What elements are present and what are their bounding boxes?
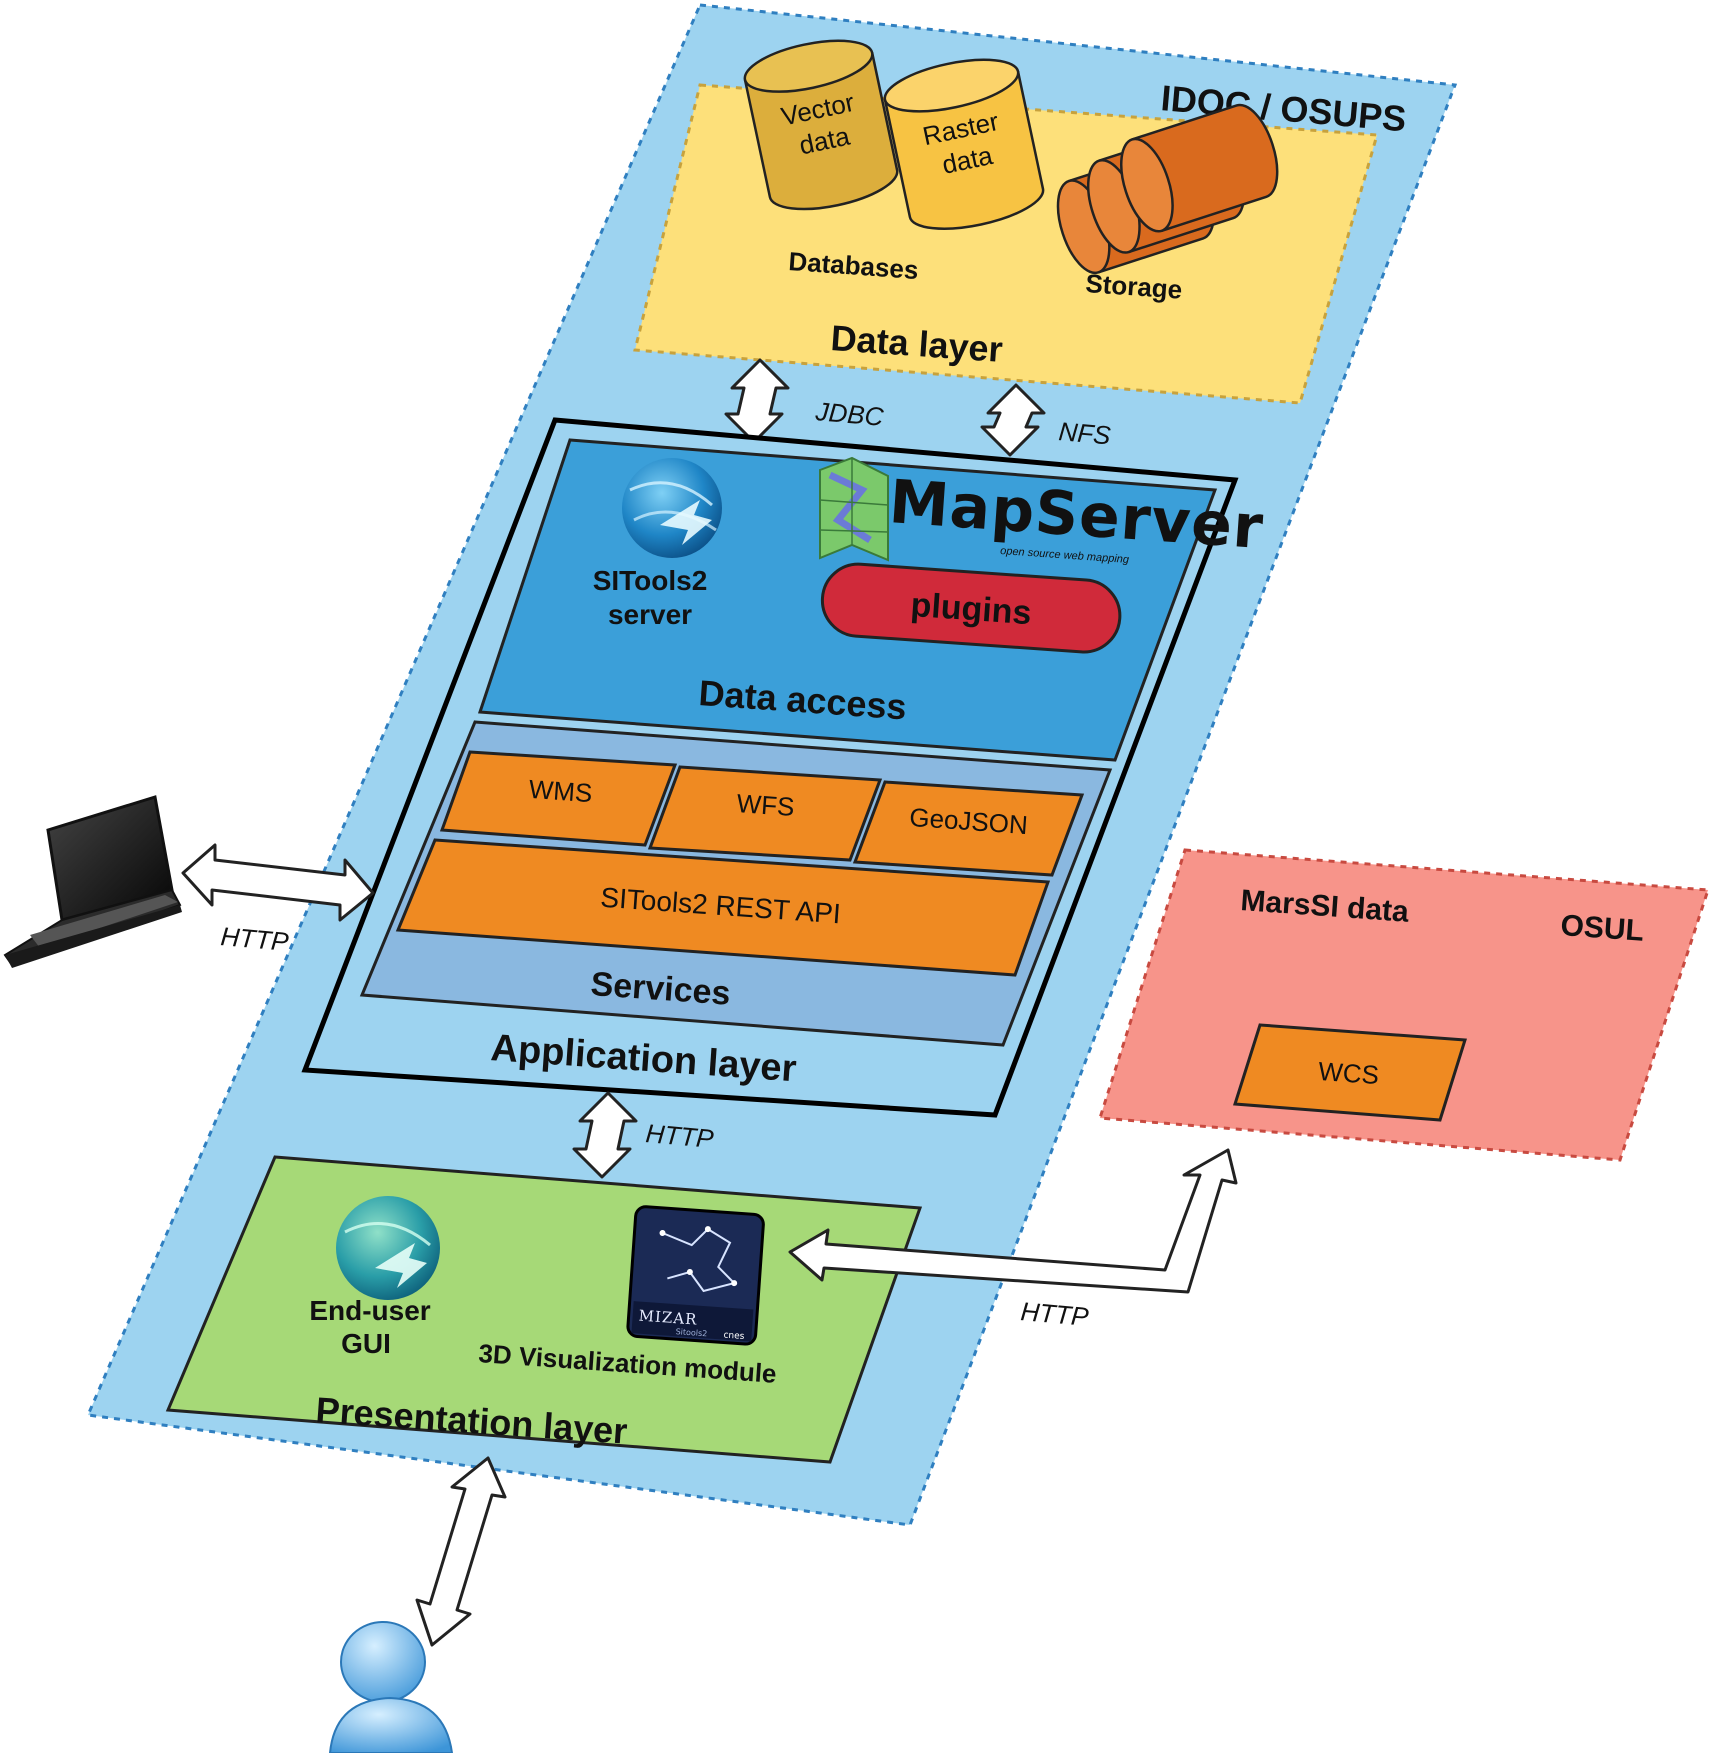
sitools-server-line2: server (608, 599, 692, 630)
plugins-pill: plugins (820, 562, 1122, 654)
http-laptop-connector: HTTP (181, 843, 375, 957)
mizar-logo-subtext: Sitools2 (675, 1327, 707, 1338)
plugins-label: plugins (909, 586, 1032, 632)
storage-label: Storage (1085, 268, 1184, 305)
sitools-server-line1: SITools2 (593, 565, 708, 596)
http-app-presentation-label: HTTP (644, 1118, 715, 1154)
http-osul-connector: HTTP (788, 1148, 1238, 1332)
laptop-icon (3, 795, 182, 968)
osul-region: MarsSI data OSUL WCS (1098, 848, 1711, 1162)
end-user-gui-line1: End-user (309, 1295, 430, 1326)
nfs-label: NFS (1057, 416, 1112, 450)
osul-title: OSUL (1560, 909, 1645, 948)
end-user-gui-line2: GUI (341, 1328, 391, 1359)
storage-icon (1056, 103, 1279, 275)
jdbc-connector: JDBC (724, 358, 885, 444)
wfs-box (647, 765, 883, 862)
wcs-label: WCS (1317, 1056, 1380, 1090)
wms-box (439, 750, 678, 847)
wfs-label: WFS (736, 788, 796, 822)
cnes-logo-text: cnes (723, 1331, 745, 1342)
user-avatar-icon (328, 1621, 454, 1753)
sitools-globe-icon (622, 458, 722, 558)
geojson-box (852, 780, 1085, 877)
http-osul-label: HTTP (1019, 1296, 1090, 1332)
http-laptop-label: HTTP (219, 921, 290, 957)
rest-api-box (395, 838, 1051, 977)
wms-label: WMS (528, 774, 593, 808)
raster-data-cylinder: Raster data (883, 58, 1045, 230)
vector-data-cylinder: Vector data (743, 39, 899, 211)
jdbc-label: JDBC (813, 396, 884, 432)
mapserver-logo-icon (819, 456, 889, 562)
wcs-box (1232, 1023, 1467, 1122)
presentation-layer: Presentation layer End-user GUI MIZAR Si… (165, 1155, 923, 1464)
data-layer: Data layer Vector data Raster data Datab… (633, 39, 1379, 405)
mizar-logo-icon: MIZAR Sitools2 cnes (626, 1205, 765, 1346)
services-box: Services WMS WFS GeoJSON SITools2 REST A… (359, 720, 1113, 1047)
user-presentation-connector (415, 1456, 507, 1647)
mizar-logo-text: MIZAR (638, 1307, 698, 1329)
http-app-presentation-connector: HTTP (572, 1091, 715, 1179)
data-access-box: Data access SITools2 server MapServer op… (477, 438, 1266, 762)
end-user-gui-globe-icon (336, 1196, 440, 1300)
nfs-connector: NFS (980, 383, 1113, 457)
